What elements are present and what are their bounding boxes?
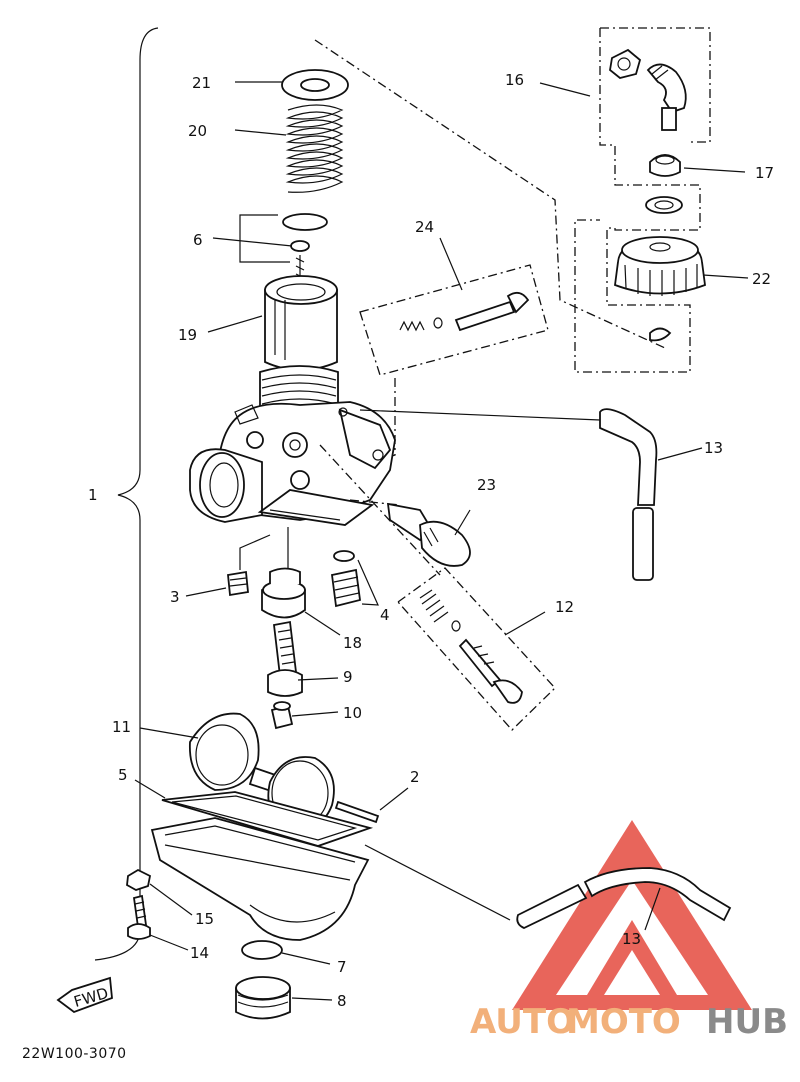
part-5-float-pin [334, 800, 380, 824]
assembly-bracket [94, 27, 159, 961]
part-16-fitting [609, 48, 687, 131]
callout-18: 18 [343, 634, 362, 652]
fwd-direction-arrow: FWD [56, 976, 113, 1014]
callout-13-lower: 13 [622, 930, 641, 948]
carburetor-body [189, 365, 396, 526]
part-19-throttle-slide [264, 275, 338, 371]
watermark-moto: MOTO [566, 1002, 681, 1042]
callout-20: 20 [188, 122, 207, 140]
drawing-code: 22W100-3070 [22, 1046, 127, 1062]
part-14-screw [127, 894, 151, 940]
callout-13-upper: 13 [704, 439, 723, 457]
watermark-auto: AUTO [470, 1002, 575, 1042]
part-11-float [189, 712, 335, 831]
callout-5: 2 [410, 768, 420, 786]
callout-19: 19 [178, 326, 197, 344]
part-24-pilot-screw [399, 291, 530, 332]
callout-6: 6 [193, 231, 203, 249]
callout-10: 10 [343, 704, 362, 722]
part-15-washer [126, 868, 152, 891]
callout-21: 21 [192, 74, 211, 92]
callout-15: 15 [195, 910, 214, 928]
float-bowl [150, 817, 370, 941]
part-9-needle-jet-tube [267, 620, 303, 697]
callout-12: 12 [555, 598, 574, 616]
callout-16: 16 [505, 71, 524, 89]
callout-9: 9 [343, 668, 353, 686]
callout-14: 14 [190, 944, 209, 962]
callout-24: 24 [415, 218, 434, 236]
clip-near-22 [649, 327, 672, 342]
part-20-spring [285, 104, 344, 193]
part-13-vent-hose-upper [599, 408, 658, 581]
part-21-washer [281, 69, 349, 101]
callout-17: 17 [755, 164, 774, 182]
part-18-needle-jet [261, 567, 306, 619]
part-8-drain-plug [235, 976, 291, 1020]
part-13-vent-hose-lower [516, 867, 732, 929]
part-4-air-screw-parts [331, 550, 361, 608]
callout-1: 1 [88, 486, 98, 504]
part-3-pilot-jet [227, 570, 249, 597]
part-2-bowl-gasket [161, 791, 374, 847]
part-23-starter-plunger [386, 502, 471, 567]
part-7-o-ring [241, 940, 283, 960]
part-22-top-cap [614, 236, 706, 296]
callout-2: 5 [118, 766, 128, 784]
part-12-idle-screw [419, 589, 523, 704]
watermark-logo [512, 820, 752, 1010]
callout-8: 8 [337, 992, 347, 1010]
callout-23: 23 [477, 476, 496, 494]
callout-7: 7 [337, 958, 347, 976]
callout-11: 11 [112, 718, 131, 736]
callout-3: 3 [170, 588, 180, 606]
callout-4: 4 [380, 606, 390, 624]
watermark-hub: HUB [706, 1002, 788, 1042]
callout-22: 22 [752, 270, 771, 288]
part-10-main-jet [270, 701, 294, 730]
part-17-cap-seal [645, 154, 683, 214]
